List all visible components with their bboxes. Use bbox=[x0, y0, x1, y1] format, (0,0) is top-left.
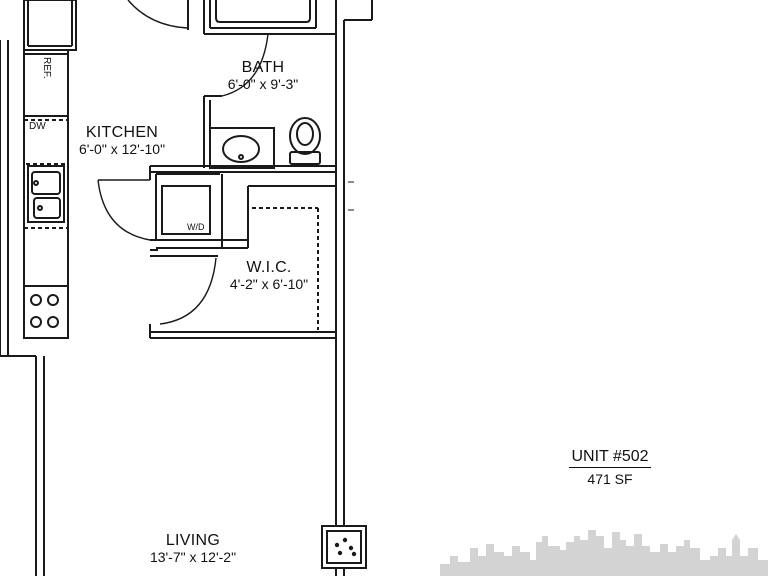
bath-vanity bbox=[209, 127, 275, 169]
bath-label: BATH 6'-0" x 9'-3" bbox=[213, 59, 313, 92]
unit-number: UNIT #502 bbox=[569, 448, 651, 468]
kitchen-label: KITCHEN 6'-0" x 12'-10" bbox=[62, 124, 182, 157]
kitchen-name: KITCHEN bbox=[85, 124, 159, 141]
left-exterior-wall bbox=[0, 40, 45, 576]
unit-area: 471 SF bbox=[587, 471, 633, 487]
living-label: LIVING 13'-7" x 12'-2" bbox=[133, 532, 253, 565]
structural-column bbox=[321, 525, 367, 569]
kitchen-dimensions: 6'-0" x 12'-10" bbox=[78, 140, 166, 157]
closet-door-swing bbox=[127, 0, 189, 29]
dishwasher-label: DW bbox=[29, 121, 46, 132]
refrigerator-label: REF. bbox=[41, 57, 52, 79]
laundry-closet bbox=[150, 173, 249, 249]
skyline-graphic bbox=[440, 530, 768, 576]
refrigerator bbox=[23, 53, 69, 117]
dishwasher bbox=[23, 119, 69, 165]
wic-door-swing bbox=[159, 257, 217, 325]
wic-label: W.I.C. 4'-2" x 6'-10" bbox=[214, 259, 324, 292]
demising-wall bbox=[335, 0, 373, 576]
living-dimensions: 13'-7" x 12'-2" bbox=[149, 548, 237, 565]
cooktop bbox=[23, 285, 69, 339]
washer-dryer bbox=[161, 185, 211, 235]
walk-in-closet bbox=[149, 185, 336, 339]
wic-name: W.I.C. bbox=[246, 259, 292, 276]
kitchen-door-swing bbox=[97, 179, 151, 241]
washer-dryer-label: W/D bbox=[187, 222, 205, 232]
wic-dimensions: 4'-2" x 6'-10" bbox=[229, 275, 309, 292]
toilet bbox=[289, 117, 321, 165]
bath-dimensions: 6'-0" x 9'-3" bbox=[227, 75, 299, 92]
kitchen-sink bbox=[27, 165, 65, 223]
bath-name: BATH bbox=[241, 59, 285, 76]
bathtub bbox=[203, 0, 336, 35]
unit-info: UNIT #502 471 SF bbox=[560, 448, 660, 487]
living-name: LIVING bbox=[165, 532, 221, 549]
